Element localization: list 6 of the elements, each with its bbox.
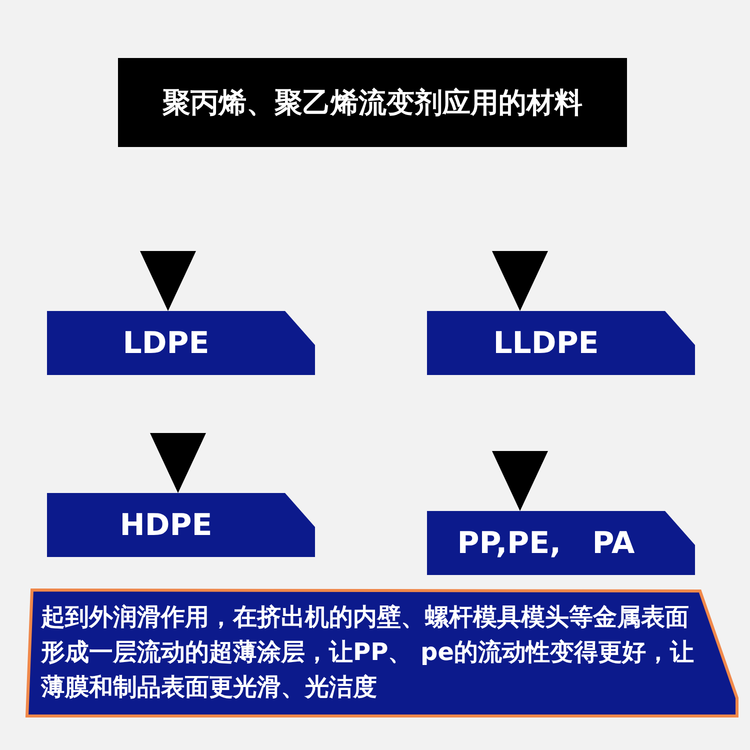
label-tab: HDPE xyxy=(47,493,315,557)
label-tab: LDPE xyxy=(47,311,315,375)
label-tab: PP,PE, PA xyxy=(427,511,695,575)
title-banner: 聚丙烯、聚乙烯流变剂应用的材料 xyxy=(118,58,627,147)
note-panel: 起到外润滑作用，在挤出机的内壁、螺杆模具模头等金属表面形成一层流动的超薄涂层，让PP、 pe的流动性变得更好，让薄膜和制品表面更光滑、光洁度 xyxy=(25,588,740,718)
label-tab: LLDPE xyxy=(427,311,695,375)
